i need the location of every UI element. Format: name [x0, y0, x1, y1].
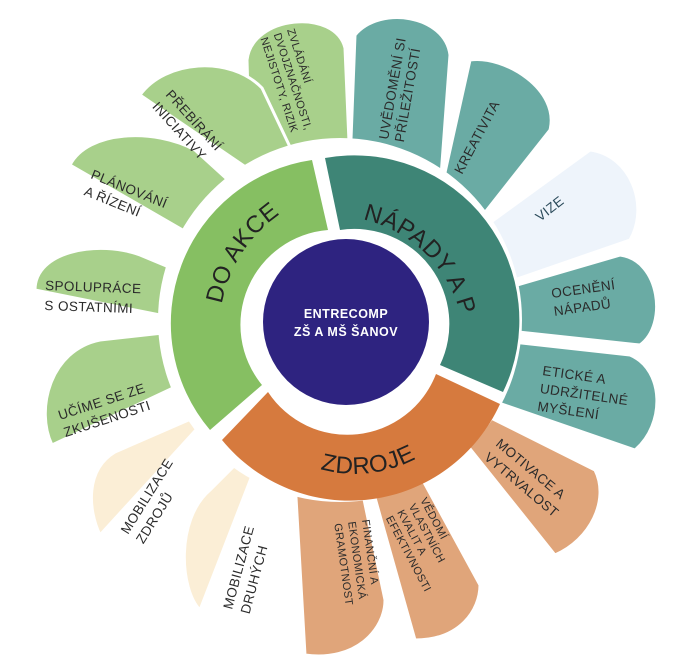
petal-financni: [293, 478, 387, 658]
ring-ideas: [325, 155, 520, 392]
ring-action: [170, 160, 328, 430]
center-circle: [263, 239, 429, 405]
petal-ucime: [43, 328, 192, 447]
petal-prebirani: [137, 64, 303, 172]
petal-vize: [478, 148, 640, 287]
petal-motivace: [452, 413, 602, 557]
rings-layer: [170, 155, 520, 501]
petal-mob-zdroju: [89, 413, 208, 538]
petal-mob-druhych: [182, 442, 262, 613]
petal-kreativita: [438, 58, 553, 228]
center-line-1: ENTRECOMP: [304, 307, 388, 321]
ring-resources: [222, 374, 500, 501]
petal-vedomi: [368, 473, 482, 642]
petal-eticke: [488, 338, 659, 452]
center-line-2: ZŠ A MŠ ŠANOV: [294, 324, 398, 339]
petal-oceneni: [498, 253, 659, 347]
petal-label-spoluprace-1: SPOLUPRÁCE: [45, 278, 142, 296]
petal-spoluprace: [33, 246, 202, 322]
petal-label-spoluprace-2: S OSTATNÍMI: [44, 298, 133, 316]
petal-label-spoluprace: SPOLUPRÁCE S OSTATNÍMI: [44, 278, 141, 316]
